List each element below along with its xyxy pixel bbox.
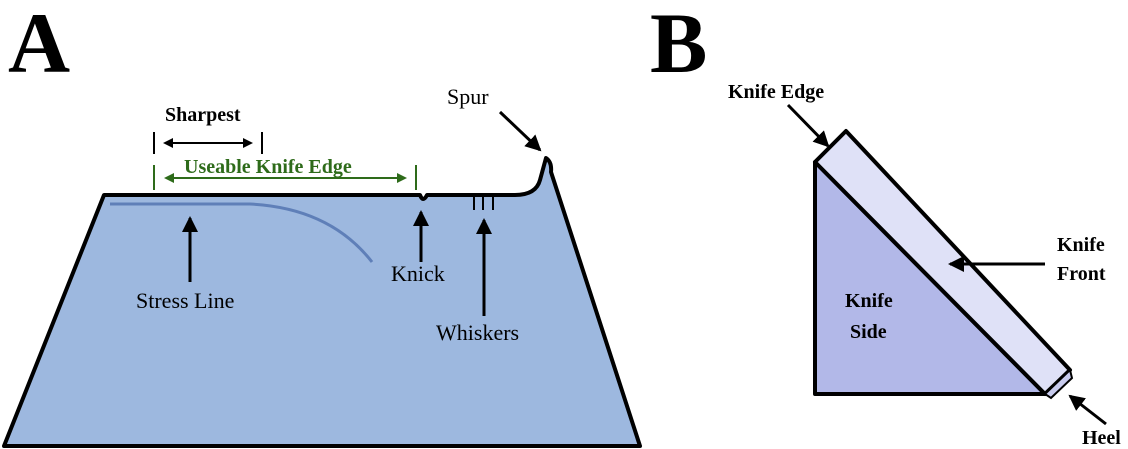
stress-line <box>110 202 374 263</box>
panel-b-letter: B <box>650 0 707 91</box>
whiskers-label: Whiskers <box>436 320 519 345</box>
stress-line-label: Stress Line <box>136 288 234 313</box>
knife-edge-arrow <box>786 103 830 148</box>
spur-arrow <box>498 110 542 152</box>
useable-edge-bracket <box>153 165 417 190</box>
whiskers <box>473 196 494 210</box>
sharpest-bracket <box>153 132 263 154</box>
useable-knife-edge-label: Useable Knife Edge <box>184 156 352 178</box>
knife-block <box>2 156 642 448</box>
heel-arrow <box>1068 394 1107 426</box>
spur-label: Spur <box>447 84 489 109</box>
knife-front-label-line2: Front <box>1057 263 1106 285</box>
knife-front-label-line1: Knife <box>1057 234 1105 256</box>
knife-side-label-line2: Side <box>850 321 887 343</box>
knick-label: Knick <box>391 261 445 286</box>
panel-a-letter: A <box>8 0 70 91</box>
panel-a: A Sharpest Useable Knife Edge Spur <box>2 0 642 448</box>
heel-facet <box>1043 368 1074 400</box>
heel-label: Heel <box>1082 427 1121 449</box>
knife-edge-label: Knife Edge <box>728 81 824 103</box>
knife-side-label-line1: Knife <box>845 290 893 312</box>
panel-b: B Knife Edge Knife Front Knife Side Heel <box>650 0 1121 449</box>
sharpest-label: Sharpest <box>165 104 241 126</box>
